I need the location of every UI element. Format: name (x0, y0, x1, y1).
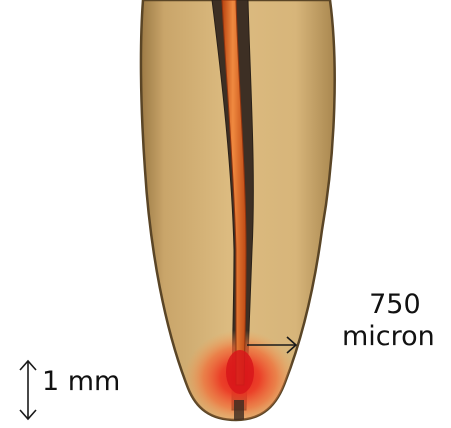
size-value: 750 (355, 291, 435, 318)
apex-opening (234, 400, 244, 420)
hotspot-core (226, 350, 254, 394)
size-unit: micron (342, 323, 435, 350)
scale-bar-label: 1 mm (42, 368, 120, 395)
double-vertical-arrow-icon (20, 361, 36, 419)
size-annotation: 750 micron (355, 291, 435, 350)
